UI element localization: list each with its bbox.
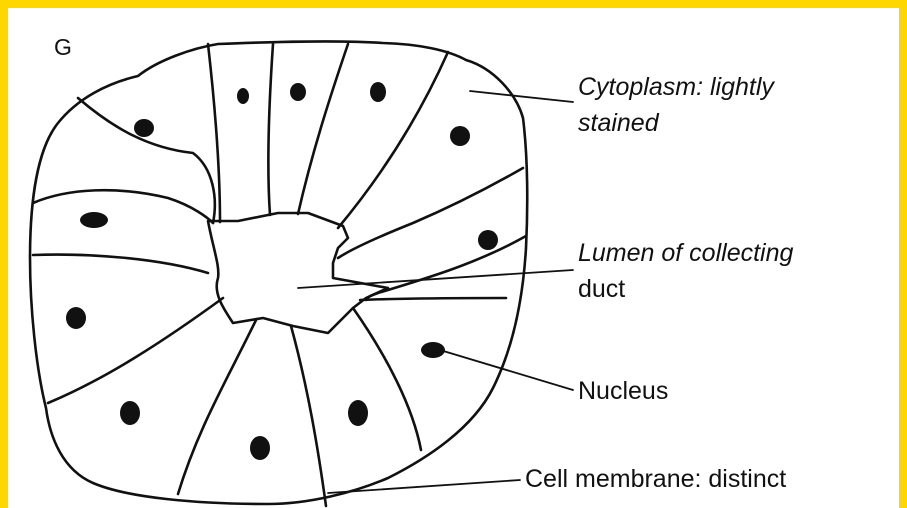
lumen-label-line1: Lumen of collecting	[578, 238, 793, 269]
membrane	[178, 320, 256, 494]
nucleus-mark	[250, 436, 270, 460]
nucleus-label: Nucleus	[578, 376, 668, 407]
membrane	[268, 44, 273, 215]
lumen-label-line2: duct	[578, 274, 625, 305]
membrane	[33, 190, 213, 223]
membrane	[298, 44, 348, 214]
cytoplasm-leader-line	[470, 91, 573, 102]
nucleus-mark	[134, 119, 154, 137]
membrane	[78, 98, 215, 223]
nucleus-mark	[66, 307, 86, 329]
lumen-outline	[208, 213, 388, 333]
nucleus-mark	[348, 400, 368, 426]
membrane	[33, 255, 208, 273]
panel-label: G	[54, 34, 72, 61]
cell-membrane-label: Cell membrane: distinct	[525, 464, 786, 495]
nucleus-mark	[421, 342, 445, 358]
nucleus-mark	[450, 126, 470, 146]
nucleus-mark	[237, 88, 249, 104]
membrane	[366, 236, 526, 300]
nucleus-mark	[370, 82, 386, 102]
cytoplasm-label-line1: Cytoplasm: lightly	[578, 72, 774, 103]
membrane	[338, 52, 448, 228]
cell-membrane-leader-line	[328, 480, 520, 493]
membrane	[353, 308, 421, 450]
nucleus-mark	[80, 212, 108, 228]
nucleus-mark	[290, 83, 306, 101]
membrane	[360, 298, 506, 300]
membrane	[291, 326, 326, 506]
outer-boundary	[30, 41, 527, 504]
cytoplasm-label-line2: stained	[578, 108, 659, 139]
figure-frame: G Cytoplasm: lightly stained Lumen of co…	[8, 8, 899, 508]
nucleus-mark	[478, 230, 498, 250]
nucleus-mark	[120, 401, 140, 425]
